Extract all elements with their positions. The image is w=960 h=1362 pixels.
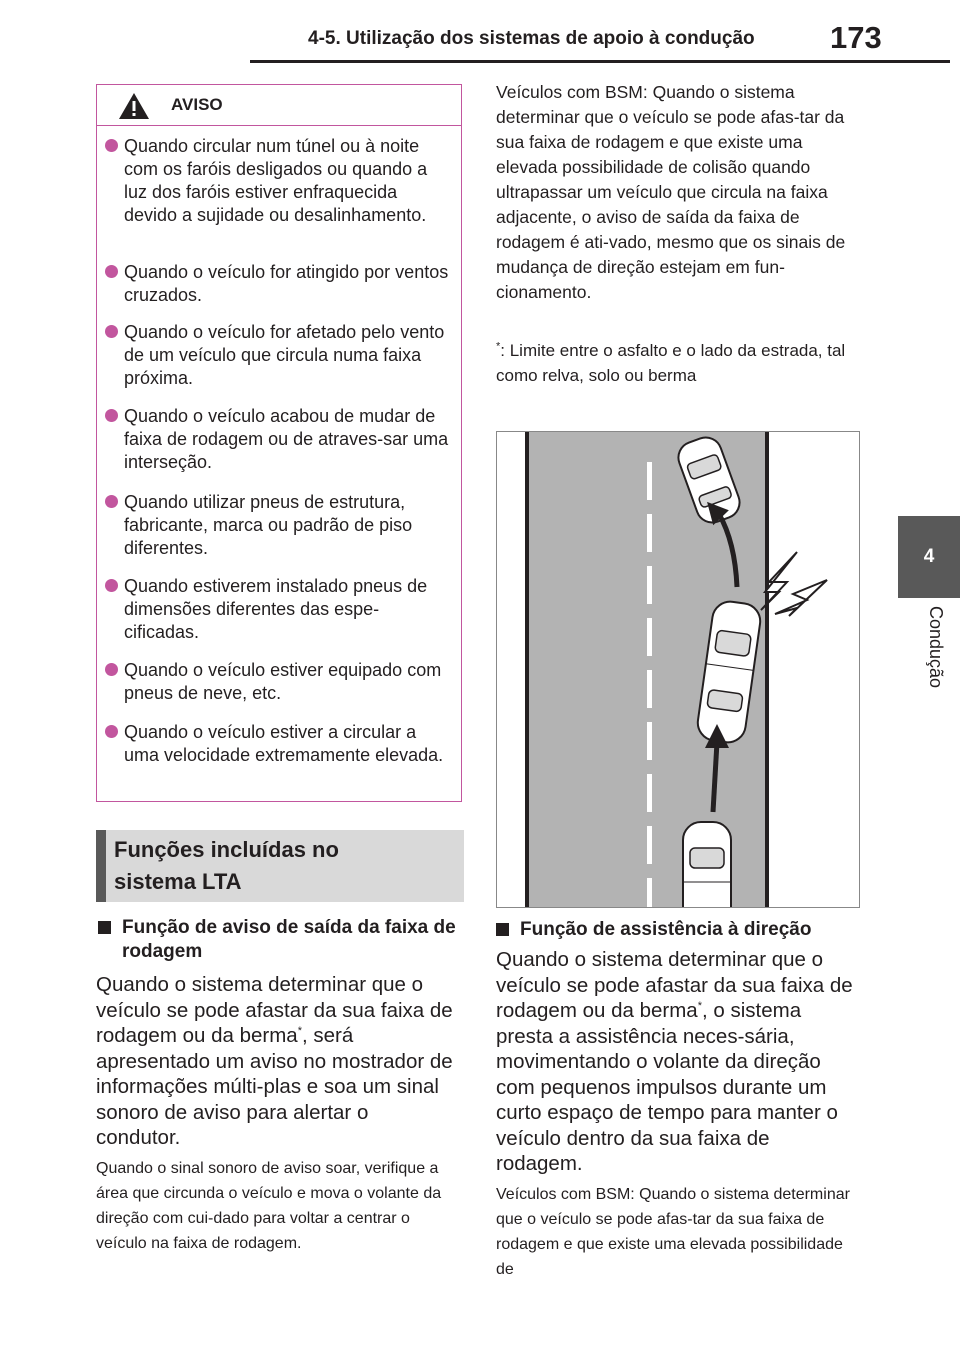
bullet-icon xyxy=(105,325,118,338)
collision-spark-icon xyxy=(760,551,828,617)
section-title-line: Funções incluídas no xyxy=(114,837,339,862)
car-icon xyxy=(682,821,732,907)
warning-item: Quando o veículo for atingido por ventos… xyxy=(105,261,449,307)
chapter-tab: 4 xyxy=(898,516,960,598)
warning-item: Quando circular num túnel ou à noite com… xyxy=(105,135,449,227)
section-heading: Funções incluídas no sistema LTA xyxy=(96,830,464,902)
bullet-icon xyxy=(105,725,118,738)
road-illustration xyxy=(525,432,828,907)
lane-diagram xyxy=(496,431,860,908)
header-rule xyxy=(250,60,950,63)
section-accent xyxy=(96,830,106,902)
square-bullet-icon xyxy=(496,923,509,936)
steering-body: Quando o sistema determinar que o veícul… xyxy=(496,948,853,1175)
car-icon xyxy=(696,600,762,744)
page-number: 173 xyxy=(830,20,882,55)
lane-warning-body: Quando o sistema determinar que o veícul… xyxy=(96,973,453,1149)
warning-item: Quando o veículo estiver equipado com pn… xyxy=(105,659,449,705)
bsm-paragraph-2: Veículos com BSM: Quando o sistema deter… xyxy=(496,1186,850,1278)
lane-warning-note: Quando o sinal sonoro de aviso soar, ver… xyxy=(96,1160,442,1252)
bullet-icon xyxy=(105,663,118,676)
bsm-paragraph: Veículos com BSM: Quando o sistema deter… xyxy=(496,82,846,302)
warning-box: AVISO Quando circular num túnel ou à noi… xyxy=(96,84,462,802)
bullet-icon xyxy=(105,139,118,152)
lane-warning-heading: Função de aviso de saída da faixa de rod… xyxy=(98,916,458,964)
warning-item: Quando utilizar pneus de estrutura, fabr… xyxy=(105,491,449,560)
warning-header: AVISO xyxy=(97,85,461,126)
chapter-label: Condução xyxy=(926,606,946,689)
warning-item: Quando o veículo acabou de mudar de faix… xyxy=(105,405,449,474)
square-bullet-icon xyxy=(98,921,111,934)
bullet-icon xyxy=(105,579,118,592)
warning-item: Quando o veículo for afetado pelo vento … xyxy=(105,321,449,390)
chapter-number: 4 xyxy=(923,546,935,567)
bullet-icon xyxy=(105,495,118,508)
bullet-icon xyxy=(105,409,118,422)
car-icon xyxy=(677,436,741,524)
warning-triangle-icon xyxy=(119,93,149,119)
bullet-icon xyxy=(105,265,118,278)
header-title: 4-5. Utilização dos sistemas de apoio à … xyxy=(308,28,755,49)
warning-item: Quando o veículo estiver a circular a um… xyxy=(105,721,449,767)
warning-item: Quando estiverem instalado pneus de dime… xyxy=(105,575,449,644)
steering-heading: Função de assistência à direção xyxy=(496,918,860,942)
warning-title: AVISO xyxy=(171,95,223,114)
section-title-line: sistema LTA xyxy=(114,869,242,894)
footnote: *: Limite entre o asfalto e o lado da es… xyxy=(496,340,846,385)
